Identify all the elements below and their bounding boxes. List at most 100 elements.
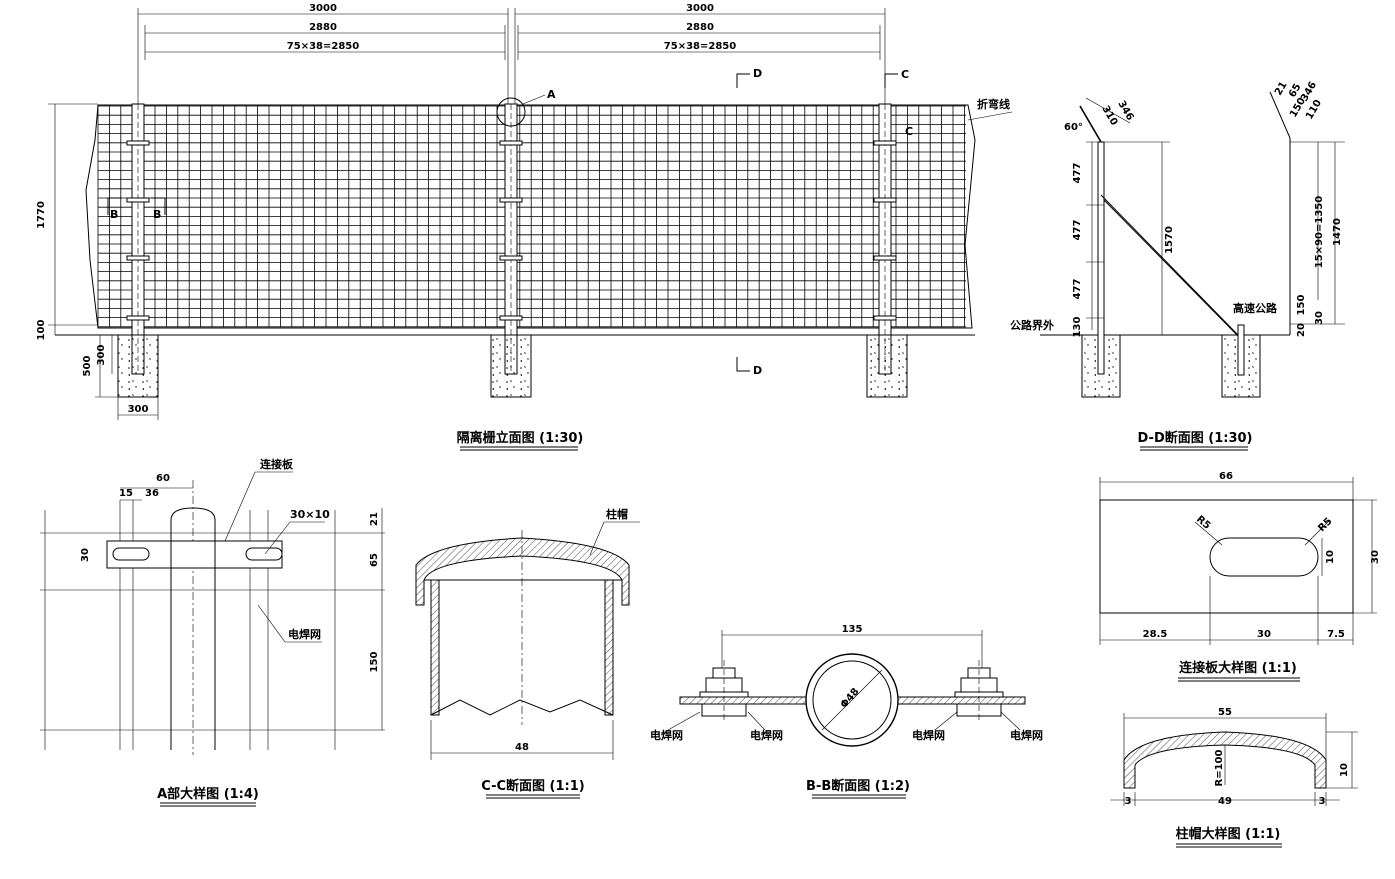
post-clamp (499, 197, 523, 203)
post-clamp (873, 255, 897, 261)
dd-highway: 高速公路 (1233, 301, 1278, 315)
dd-section-title: D-D断面图 (1:30) (1138, 430, 1253, 446)
plate-dim-a: 28.5 (1143, 629, 1168, 640)
dd-brace (1100, 194, 1239, 336)
post-clamp (126, 315, 150, 321)
foundation-right (866, 334, 908, 398)
cc-cap (415, 537, 630, 606)
dd-arm-2: 310 (1099, 104, 1119, 128)
dim-found-width: 300 (128, 404, 149, 415)
section-mark-b-right: B (153, 208, 161, 221)
section-mark-d-bottom: D (753, 364, 762, 377)
cap-detail-view: 55 10 49 3 3 R=100 柱帽大样图 (1:1) (1110, 707, 1358, 848)
detail-a-slot-label: 30×10 (290, 508, 330, 521)
bb-bolt-left (699, 660, 749, 720)
detail-a-dim-60: 60 (156, 473, 170, 484)
bb-bolt-right (954, 660, 1004, 720)
dd-dim-d: 130 (1072, 317, 1083, 338)
dd-post (1097, 141, 1105, 375)
cap-radius: R=100 (1214, 749, 1225, 786)
side-dim-grid: 15×90=1350 (1314, 196, 1325, 268)
post-clamp (873, 197, 897, 203)
detail-a-label: A (547, 88, 556, 101)
post-clamp (499, 315, 523, 321)
bb-mesh-label-4: 电焊网 (1010, 728, 1043, 742)
plate-detail-view: 66 30 28.5 30 7.5 R5 R5 10 连接板大样图 (1:1) (1099, 471, 1381, 682)
post-right (878, 103, 892, 375)
cc-dim-width: 48 (515, 742, 529, 753)
plate-slot-dim: 10 (1325, 550, 1336, 564)
dim-span-2: 3000 (686, 3, 714, 14)
detail-a-dim-21: 21 (369, 512, 380, 526)
cap-detail-title: 柱帽大样图 (1:1) (1176, 826, 1281, 842)
section-mark-d-top: D (753, 67, 762, 80)
dd-dim-total: 1570 (1164, 226, 1175, 254)
dim-inner-2: 2880 (686, 22, 714, 33)
dim-height: 1770 (36, 201, 47, 229)
plate-detail-title: 连接板大样图 (1:1) (1179, 660, 1297, 676)
dim-grid-2: 75×38=2850 (664, 41, 736, 52)
side-dim-7: 30 (1314, 311, 1325, 325)
dim-grid-1: 75×38=2850 (287, 41, 359, 52)
post-clamp (873, 140, 897, 146)
cc-cap-label: 柱帽 (606, 507, 628, 521)
dd-road-boundary: 公路界外 (1010, 318, 1054, 332)
cap-dim-w: 55 (1218, 707, 1232, 718)
side-dim-6: 150 (1296, 295, 1307, 316)
bb-mesh-label-2: 电焊网 (750, 728, 783, 742)
plate-dim-h: 30 (1370, 550, 1381, 564)
cc-pipe-left-wall (430, 579, 440, 716)
side-view-dimensions: 21 65 346 150 110 15×90=1350 1470 150 30… (1269, 80, 1345, 337)
side-dim-8: 20 (1296, 323, 1307, 337)
detail-a-view: 60 15 36 30 21 65 150 连接板 30×10 电焊网 A部大样… (40, 457, 385, 807)
post-clamps (126, 140, 897, 321)
foundation-left (117, 334, 159, 398)
dim-found-embed: 300 (96, 345, 107, 366)
detail-a-dim-150: 150 (369, 652, 380, 673)
section-mark-b-left: B (110, 208, 118, 221)
dim-span-1: 3000 (309, 3, 337, 14)
dim-found-depth: 500 (82, 356, 93, 377)
elevation-top-dimensions (137, 8, 886, 105)
dim-bottom-gap: 100 (36, 320, 47, 341)
bend-line-label: 折弯线 (977, 97, 1010, 111)
detail-a-circle (496, 97, 526, 127)
post-clamp (499, 255, 523, 261)
detail-a-mesh-label: 电焊网 (288, 627, 321, 641)
detail-a-dim-36: 36 (145, 488, 159, 499)
section-mark-c-top: C (901, 68, 909, 81)
bb-section-title: B-B断面图 (1:2) (806, 778, 910, 794)
post-clamp (126, 255, 150, 261)
plate-slot (1209, 537, 1319, 577)
plate-dim-c: 7.5 (1327, 629, 1345, 640)
post-clamp (126, 197, 150, 203)
post-clamp (126, 140, 150, 146)
cap-dim-h: 10 (1339, 763, 1350, 777)
dim-inner-1: 2880 (309, 22, 337, 33)
weld-mesh-grid (97, 105, 966, 328)
cap-dim-edge-2: 3 (1319, 796, 1326, 807)
side-dim-total: 1470 (1332, 218, 1343, 246)
dd-dim-b: 477 (1072, 220, 1083, 241)
cc-section-title: C-C断面图 (1:1) (481, 778, 584, 794)
post-clamp (873, 315, 897, 321)
dd-section-view: 477 477 477 130 1570 60° 346 310 公路界外 高速… (1010, 97, 1290, 451)
elevation-title: 隔离栅立面图 (1:30) (457, 430, 584, 446)
detail-a-dim-15: 15 (119, 488, 133, 499)
cap-dim-edge-1: 3 (1125, 796, 1132, 807)
dd-dim-a: 477 (1072, 163, 1083, 184)
detail-a-slot-right (245, 547, 283, 561)
elevation-view: 3000 3000 2880 2880 75×38=2850 75×38=285… (36, 3, 1013, 451)
plate-dim-w: 66 (1219, 471, 1233, 482)
dd-dim-c: 477 (1072, 279, 1083, 300)
mesh-panel-outline (85, 104, 976, 329)
bb-dim-span: 135 (842, 624, 863, 635)
bb-mesh-label-3: 电焊网 (912, 728, 945, 742)
bb-mesh-label-1: 电焊网 (650, 728, 683, 742)
cap-dim-inner: 49 (1218, 796, 1232, 807)
section-mark-c-side: C (905, 125, 913, 138)
dd-bent-arm (1079, 105, 1102, 143)
plate-dim-b: 30 (1257, 629, 1271, 640)
dd-angle: 60° (1064, 122, 1083, 133)
bb-section-view: 135 Φ48 电焊网 电焊网 电焊网 电焊网 B-B断面图 (1:2) (650, 624, 1043, 799)
